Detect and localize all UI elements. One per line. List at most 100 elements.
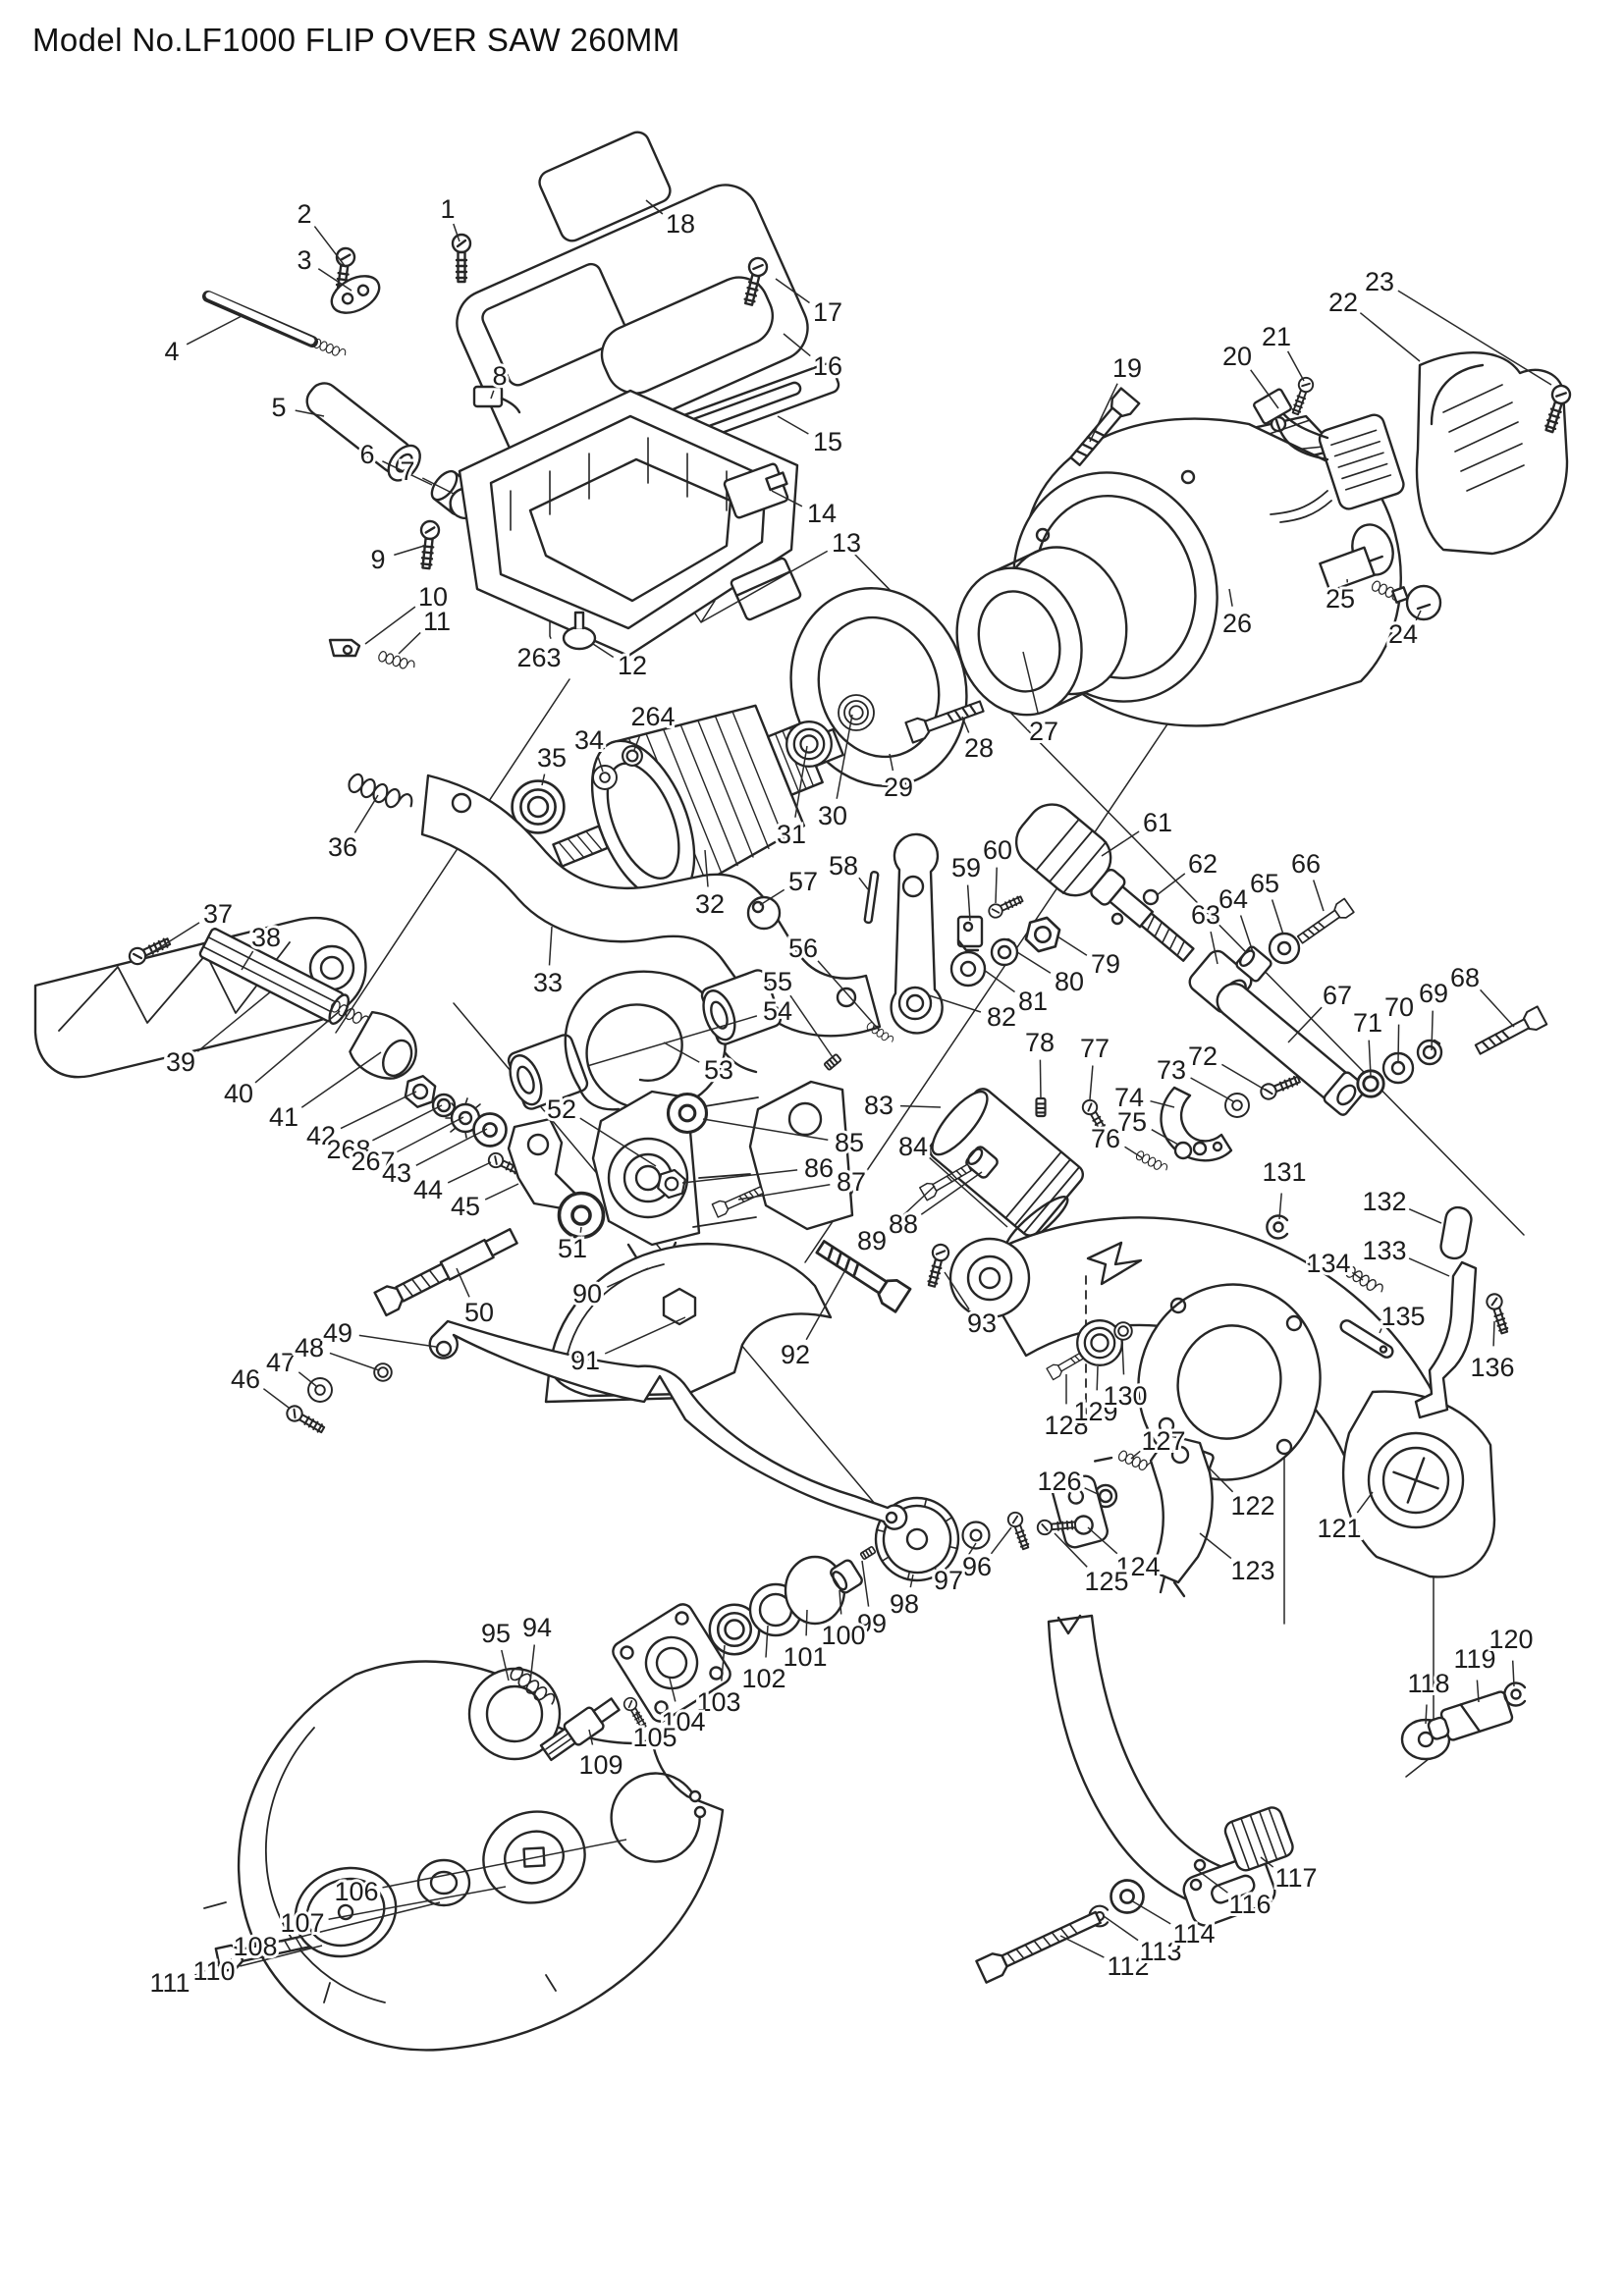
part-label-41: 41 — [269, 1102, 298, 1132]
part-label-101: 101 — [783, 1642, 827, 1672]
part-label-8: 8 — [492, 361, 507, 391]
leader-line-129 — [1096, 1365, 1099, 1391]
leader-line-63 — [1210, 931, 1218, 965]
page-title: Model No.LF1000 FLIP OVER SAW 260MM — [32, 22, 680, 58]
part-label-47: 47 — [266, 1348, 296, 1377]
part-label-130: 130 — [1103, 1381, 1147, 1411]
part-label-86: 86 — [804, 1153, 834, 1183]
leader-line-37 — [148, 922, 200, 955]
part-label-60: 60 — [983, 835, 1012, 865]
part-label-89: 89 — [857, 1226, 887, 1255]
leader-line-43 — [415, 1128, 488, 1166]
link-rod-assembly — [1035, 983, 1548, 1175]
leader-line-44 — [447, 1161, 492, 1184]
leader-line-69 — [1431, 1010, 1434, 1051]
leader-line-97 — [960, 1542, 977, 1568]
leader-line-117 — [1260, 1856, 1274, 1868]
leader-line-127 — [1130, 1450, 1141, 1460]
part-label-56: 56 — [788, 934, 818, 963]
leader-line-42 — [340, 1091, 417, 1130]
leader-line-79 — [1056, 935, 1088, 956]
leader-line-70 — [1397, 1024, 1400, 1063]
part-label-11: 11 — [423, 607, 451, 636]
leader-line-50 — [456, 1267, 470, 1298]
part-label-65: 65 — [1250, 869, 1279, 898]
leader-line-102 — [765, 1625, 769, 1658]
leader-line-93 — [944, 1271, 970, 1310]
part-label-80: 80 — [1055, 967, 1084, 996]
part-label-36: 36 — [328, 832, 357, 862]
leader-line-101 — [805, 1609, 808, 1636]
leader-line-68 — [1480, 988, 1515, 1028]
leader-line-53 — [663, 1041, 700, 1063]
part-label-128: 128 — [1044, 1411, 1088, 1440]
part-label-133: 133 — [1362, 1236, 1406, 1265]
part-label-113: 113 — [1139, 1937, 1181, 1966]
part-label-15: 15 — [813, 427, 842, 456]
leader-line-83 — [899, 1104, 942, 1108]
leader-line-48 — [329, 1352, 380, 1371]
leader-line-263 — [549, 635, 552, 639]
part-label-51: 51 — [558, 1234, 587, 1263]
leader-line-56 — [817, 960, 881, 1032]
leader-line-119 — [1476, 1680, 1480, 1703]
part-label-2: 2 — [297, 199, 311, 229]
leader-line-113 — [1103, 1915, 1139, 1942]
leader-line-23 — [1397, 290, 1552, 386]
part-label-136: 136 — [1470, 1353, 1514, 1382]
leader-line-35 — [541, 774, 546, 786]
leader-line-17 — [775, 278, 810, 304]
part-label-28: 28 — [964, 733, 994, 763]
part-label-119: 119 — [1453, 1644, 1495, 1674]
leader-line-118 — [1425, 1704, 1428, 1725]
part-label-61: 61 — [1143, 808, 1172, 837]
saw-arm-assembly — [948, 1214, 1496, 1578]
leader-line-267 — [396, 1116, 464, 1153]
leader-lines — [148, 199, 1552, 1976]
part-label-104: 104 — [661, 1707, 705, 1736]
part-label-107: 107 — [280, 1908, 324, 1938]
leader-line-88 — [920, 1171, 983, 1215]
part-label-117: 117 — [1274, 1863, 1317, 1893]
leader-line-107 — [328, 1886, 507, 1920]
part-label-100: 100 — [821, 1621, 865, 1650]
part-label-63: 63 — [1191, 900, 1220, 930]
part-label-33: 33 — [533, 968, 563, 997]
leader-line-94 — [529, 1644, 536, 1683]
part-label-9: 9 — [370, 545, 385, 574]
part-label-131: 131 — [1262, 1157, 1306, 1187]
leader-line-49 — [358, 1334, 437, 1348]
part-label-73: 73 — [1157, 1055, 1186, 1085]
part-label-118: 118 — [1407, 1669, 1449, 1698]
part-label-122: 122 — [1230, 1491, 1274, 1521]
part-label-70: 70 — [1384, 992, 1414, 1022]
part-label-78: 78 — [1025, 1028, 1055, 1057]
leader-line-100 — [839, 1589, 842, 1615]
leader-line-57 — [759, 888, 785, 906]
part-label-46: 46 — [231, 1364, 260, 1394]
part-label-125: 125 — [1084, 1567, 1128, 1596]
leader-line-82 — [928, 994, 982, 1013]
part-label-92: 92 — [781, 1340, 810, 1369]
leader-line-20 — [1250, 369, 1279, 409]
dust-nozzle-assembly — [655, 1088, 1085, 1252]
leader-line-89 — [888, 1185, 936, 1230]
part-label-13: 13 — [832, 528, 861, 558]
part-label-27: 27 — [1029, 717, 1058, 746]
part-label-120: 120 — [1489, 1625, 1533, 1654]
leader-line-51 — [579, 1226, 582, 1233]
part-label-91: 91 — [570, 1346, 600, 1375]
part-label-105: 105 — [632, 1723, 677, 1752]
part-label-134: 134 — [1306, 1249, 1350, 1278]
leader-line-73 — [1190, 1077, 1234, 1102]
leader-line-8 — [490, 390, 495, 400]
part-label-7: 7 — [400, 456, 414, 486]
leader-line-3 — [317, 268, 352, 292]
part-label-71: 71 — [1353, 1008, 1382, 1038]
leader-line-134 — [1351, 1271, 1364, 1281]
leader-line-67 — [1287, 1006, 1323, 1043]
part-label-126: 126 — [1037, 1467, 1081, 1496]
part-label-112: 112 — [1107, 1951, 1149, 1981]
leader-line-60 — [995, 867, 998, 904]
